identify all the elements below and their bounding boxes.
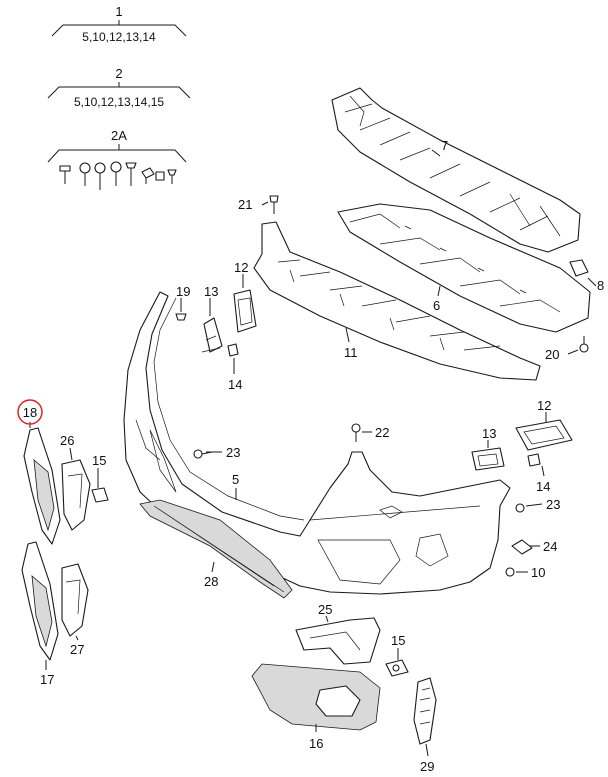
- part-18-grille: 18: [17, 399, 61, 545]
- part-21-clip: 21: [238, 195, 279, 214]
- fasteners-icon: [59, 161, 177, 190]
- part-7-cross-member: 7: [331, 87, 581, 253]
- label-19: 19: [176, 284, 190, 299]
- group-2a-number: 2A: [111, 128, 127, 143]
- label-23-left: 23: [226, 445, 240, 460]
- label-15-left: 15: [92, 453, 106, 468]
- label-21: 21: [238, 197, 252, 212]
- part-14-upper: 14: [227, 343, 242, 392]
- part-29-strip: 29: [413, 677, 437, 774]
- part-14-right: 14: [527, 453, 550, 494]
- part-17-grille: 17: [21, 541, 59, 687]
- label-13-upper: 13: [204, 284, 218, 299]
- label-12-upper: 12: [234, 260, 248, 275]
- part-23-screw-left: 23: [193, 445, 240, 460]
- label-14-right: 14: [536, 479, 550, 494]
- highlight-circle: [17, 399, 43, 425]
- label-7: 7: [441, 138, 448, 153]
- group-2-contents: 5,10,12,13,14,15: [74, 95, 164, 109]
- label-17: 17: [40, 672, 54, 687]
- part-23-screw-right: 23: [515, 497, 560, 513]
- label-28: 28: [204, 574, 218, 589]
- part-20-screw: 20: [545, 336, 589, 362]
- part-15-left-clip: 15: [91, 453, 109, 503]
- part-6-tray: 6: [337, 203, 591, 333]
- part-16-fog-grille: 16: [251, 663, 381, 751]
- label-23-right: 23: [546, 497, 560, 512]
- group-2a: 2A: [47, 128, 187, 190]
- label-29: 29: [420, 759, 434, 774]
- part-28-lower-grille: 28: [139, 499, 293, 599]
- label-25: 25: [318, 602, 332, 617]
- label-11: 11: [344, 345, 358, 360]
- label-16: 16: [309, 736, 323, 751]
- part-27-bracket: 27: [61, 563, 89, 657]
- label-27: 27: [70, 642, 84, 657]
- group-2: 2 5,10,12,13,14,15: [47, 66, 191, 109]
- part-22-screw: 22: [351, 423, 389, 442]
- label-8: 8: [597, 278, 604, 293]
- part-12-upper: 12: [233, 260, 257, 333]
- part-26-bracket: 26: [60, 433, 91, 531]
- label-13-right: 13: [482, 426, 496, 441]
- label-22: 22: [375, 425, 389, 440]
- part-24-clip: 24: [511, 539, 557, 555]
- label-24: 24: [543, 539, 557, 554]
- label-14-upper: 14: [228, 377, 242, 392]
- label-10: 10: [531, 565, 545, 580]
- part-11-mount: 11: [253, 221, 541, 381]
- label-15-right: 15: [391, 633, 405, 648]
- part-19-clip: 19: [175, 284, 190, 321]
- group-2-number: 2: [115, 66, 122, 81]
- label-26: 26: [60, 433, 74, 448]
- label-6: 6: [433, 298, 440, 313]
- part-25-bracket: 25: [295, 602, 381, 665]
- part-10-screw: 10: [505, 565, 545, 580]
- group-1: 1 5,10,12,13,14: [51, 4, 187, 44]
- part-13-right: 13: [471, 426, 505, 471]
- label-20: 20: [545, 347, 559, 362]
- label-12-right: 12: [537, 398, 551, 413]
- group-1-number: 1: [115, 4, 122, 19]
- part-15-right-clip: 15: [385, 633, 409, 677]
- part-12-right: 12: [515, 398, 573, 451]
- part-13-upper: 13: [201, 284, 223, 353]
- label-5: 5: [232, 472, 239, 487]
- part-8-bracket: 8: [569, 259, 604, 293]
- label-18: 18: [23, 405, 37, 420]
- group-1-contents: 5,10,12,13,14: [82, 30, 156, 44]
